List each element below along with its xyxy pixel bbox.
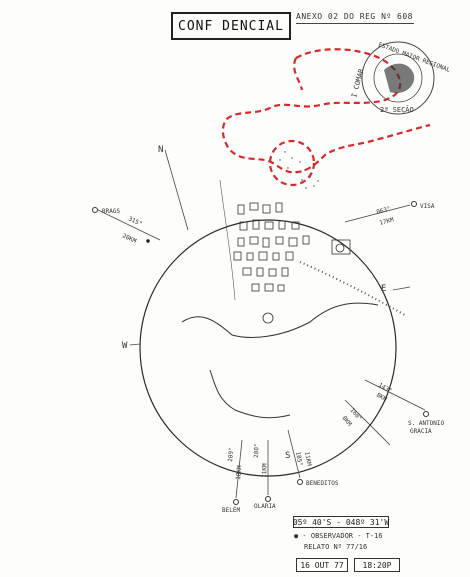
bearing-s2-km: 11KM bbox=[261, 463, 269, 478]
place-sao-antonio-2: GRACIA bbox=[410, 428, 432, 435]
annex-reference: ANEXO 02 DO REG Nº 608 bbox=[296, 12, 413, 21]
bearing-s1-km: 11KM bbox=[303, 451, 312, 467]
marker-s2 bbox=[265, 496, 271, 502]
date-text: 16 OUT 77 bbox=[300, 560, 344, 570]
bearing-line-s3 bbox=[235, 439, 243, 499]
range-circle bbox=[139, 219, 397, 477]
place-sao-antonio: S. ANTONIO bbox=[408, 420, 445, 427]
seal-bottom-text: 2ª SEÇÃO bbox=[380, 105, 414, 114]
north-line bbox=[164, 149, 189, 231]
east-line bbox=[392, 286, 411, 291]
marker-s1 bbox=[297, 479, 303, 485]
coords-box: 05º 40'S - 048º 31'W bbox=[293, 516, 389, 528]
observer-note: ● - OBSERVADOR - T-16 bbox=[294, 532, 383, 540]
annex-underline bbox=[296, 23, 414, 24]
time-box: 18:20P bbox=[354, 558, 400, 572]
coords-text: 05º 40'S - 048º 31'W bbox=[292, 517, 390, 527]
report-note: RELATO Nº 77/16 bbox=[304, 543, 368, 551]
bearing-sse-km: 8KM bbox=[340, 415, 353, 428]
bearing-nw: 315° bbox=[127, 215, 143, 227]
river-path-2 bbox=[209, 369, 291, 419]
bearing-line-s1 bbox=[287, 429, 301, 479]
observer-dot bbox=[146, 239, 150, 243]
place-benedito: BENEDITOS bbox=[306, 480, 339, 487]
bearing-s1: 185° bbox=[294, 451, 303, 466]
bearing-line-ne bbox=[344, 204, 411, 223]
bearing-line-se2 bbox=[344, 399, 391, 446]
place-belem: BELÉM bbox=[222, 506, 240, 514]
coast-path bbox=[219, 179, 236, 301]
compass-n: N bbox=[158, 145, 163, 155]
seal-stamp bbox=[361, 41, 435, 115]
bearing-se-km: 8KM bbox=[375, 392, 388, 404]
compass-s: S bbox=[285, 451, 290, 461]
bearing-line-nw bbox=[97, 209, 161, 241]
marker-s3 bbox=[233, 499, 239, 505]
west-line bbox=[129, 343, 141, 346]
date-box: 16 OUT 77 bbox=[296, 558, 348, 572]
marker-ne bbox=[411, 201, 417, 207]
marker-se bbox=[423, 411, 429, 417]
speckled-area bbox=[279, 151, 319, 189]
bearing-ne: 063° bbox=[376, 205, 392, 216]
marker-nw bbox=[92, 207, 98, 213]
bearing-s3: 209° bbox=[227, 447, 235, 462]
place-viseu: VISA bbox=[420, 203, 435, 210]
bearing-ne-km: 17KM bbox=[379, 216, 395, 227]
seal-top-text: I COMAR bbox=[350, 67, 366, 98]
dotted-road bbox=[299, 261, 406, 316]
red-trace-2 bbox=[293, 57, 304, 91]
place-bragança: BRAGS bbox=[102, 208, 120, 215]
bearing-line-se1 bbox=[364, 379, 426, 411]
compass-w: W bbox=[122, 341, 128, 351]
classification-stamp: CONF DENCIAL bbox=[171, 12, 291, 40]
compass-e: E bbox=[381, 284, 386, 294]
bearing-s2: 200° bbox=[253, 443, 261, 458]
time-text: 18:20P bbox=[362, 560, 392, 570]
bearing-s3-km: 18KM bbox=[235, 465, 243, 480]
red-circle bbox=[268, 139, 316, 187]
classification-text: CONF DENCIAL bbox=[178, 18, 284, 34]
river-path bbox=[181, 302, 379, 338]
place-olaria: OLARIA bbox=[254, 503, 276, 510]
bearing-nw-km: 20KM bbox=[121, 232, 137, 245]
town-blocks bbox=[233, 202, 351, 324]
